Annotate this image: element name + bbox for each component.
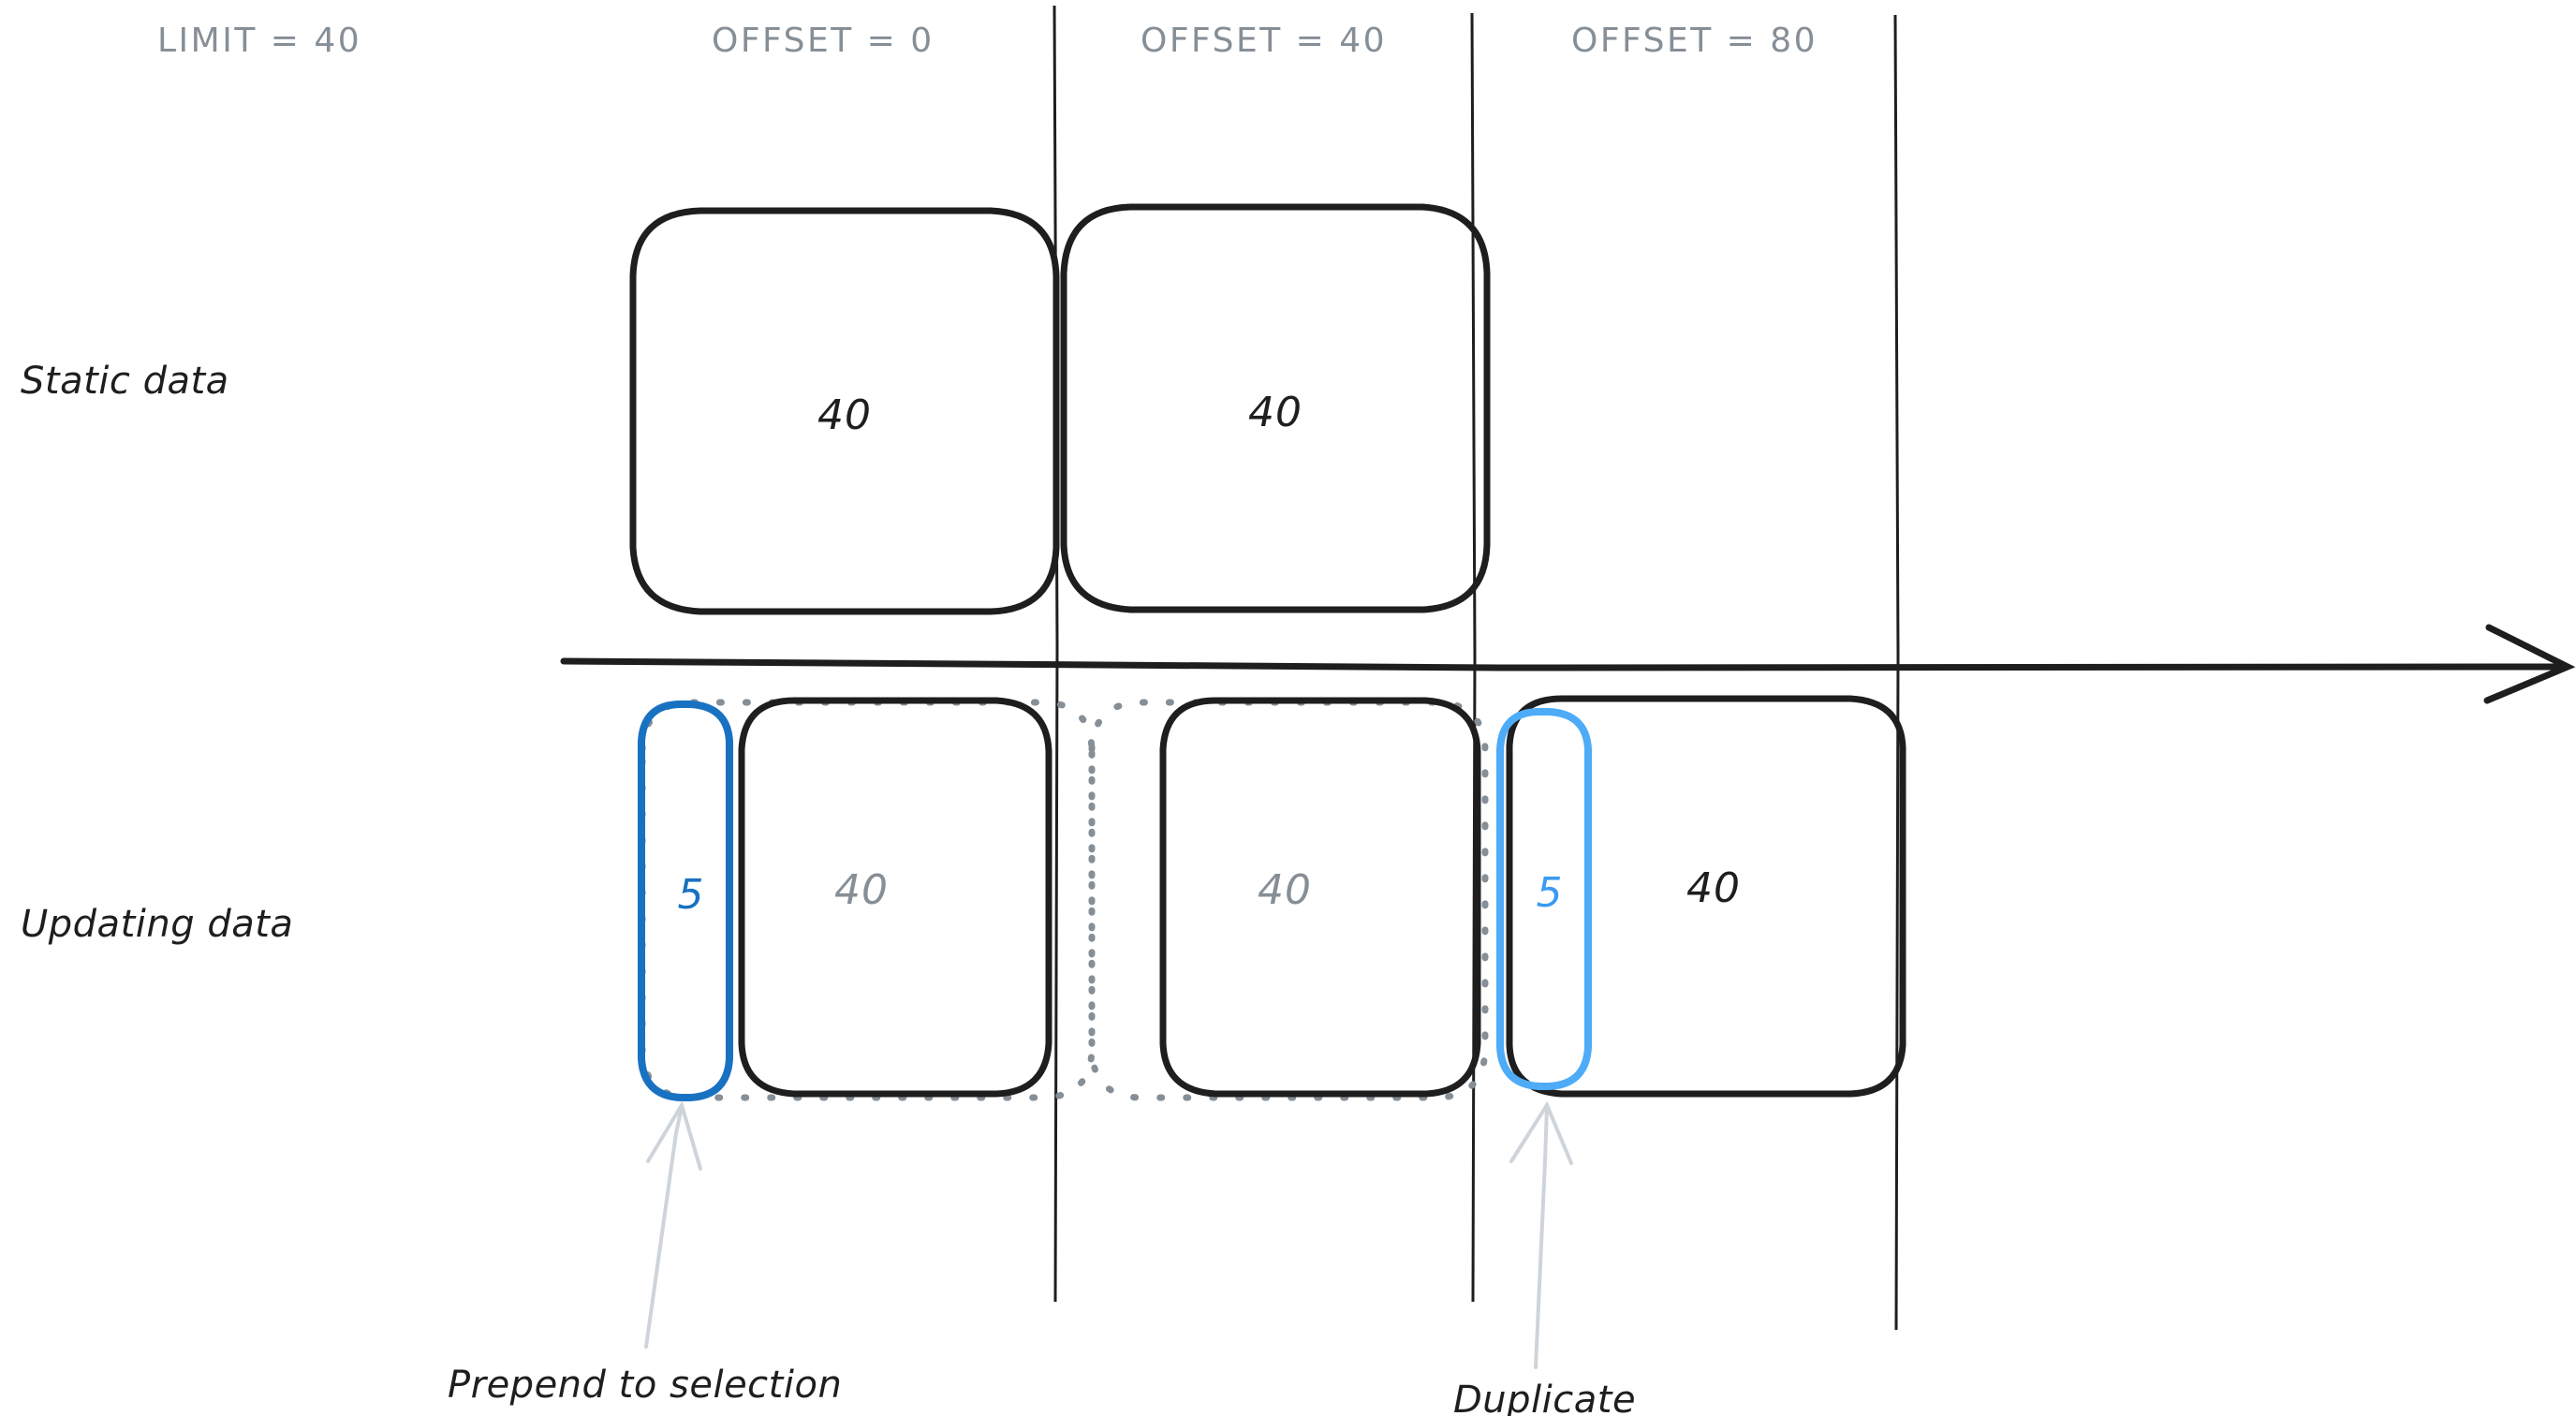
- updating-data-row: 40 40 40: [738, 695, 1906, 1098]
- annotation-labels: Prepend to selection Duplicate: [448, 1364, 1636, 1416]
- header-limit: LIMIT = 40: [157, 22, 361, 60]
- divider-line-1: [1052, 5, 1059, 1303]
- shifted-page-1-value: 40: [834, 866, 889, 914]
- prepend-leader-line: [644, 1105, 684, 1349]
- annotation-leaders: [644, 1100, 1573, 1369]
- row-labels: Static data Updating data: [21, 360, 293, 946]
- shifted-page-2-value: 40: [1258, 866, 1312, 914]
- shifted-page-1-box[interactable]: [738, 697, 1052, 1098]
- static-page-1-box[interactable]: [629, 207, 1060, 615]
- ghost-outlines: [639, 699, 1489, 1101]
- static-page-2-box[interactable]: [1060, 203, 1491, 613]
- divider-line-2: [1470, 12, 1477, 1303]
- divider-line-3: [1893, 14, 1900, 1331]
- prepended-chunk-value: 5: [678, 871, 705, 919]
- column-headers: LIMIT = 40 OFFSET = 0 OFFSET = 40 OFFSET…: [157, 22, 1818, 60]
- duplicated-chunk-value: 5: [1537, 869, 1564, 917]
- row-label-static-data: Static data: [21, 360, 229, 403]
- duplicate-leader-arrowhead: [1509, 1100, 1573, 1165]
- ghost-page-2-box: [1088, 699, 1489, 1101]
- annotation-duplicate: Duplicate: [1453, 1379, 1636, 1416]
- header-offset-80: OFFSET = 80: [1571, 22, 1818, 60]
- duplicated-chunk-box[interactable]: [1496, 708, 1592, 1090]
- annotation-prepend-to-selection: Prepend to selection: [448, 1364, 842, 1407]
- duplicated-page-value: 40: [1686, 864, 1741, 912]
- time-axis-line: [560, 657, 2568, 671]
- static-page-2-value: 40: [1248, 389, 1303, 436]
- static-page-1-value: 40: [817, 391, 872, 439]
- static-data-row: 40 40: [629, 203, 1491, 615]
- prepend-leader-arrowhead: [646, 1100, 702, 1171]
- prepended-chunk-box[interactable]: [638, 701, 733, 1101]
- blue-chunks: 5 5: [638, 701, 1592, 1101]
- header-offset-40: OFFSET = 40: [1141, 22, 1387, 60]
- duplicate-leader-line: [1534, 1105, 1549, 1369]
- time-axis-arrowhead: [2483, 624, 2576, 704]
- row-label-updating-data: Updating data: [21, 903, 293, 946]
- header-offset-0: OFFSET = 0: [712, 22, 935, 60]
- time-axis: [560, 624, 2576, 704]
- shifted-page-2-box[interactable]: [1159, 697, 1481, 1098]
